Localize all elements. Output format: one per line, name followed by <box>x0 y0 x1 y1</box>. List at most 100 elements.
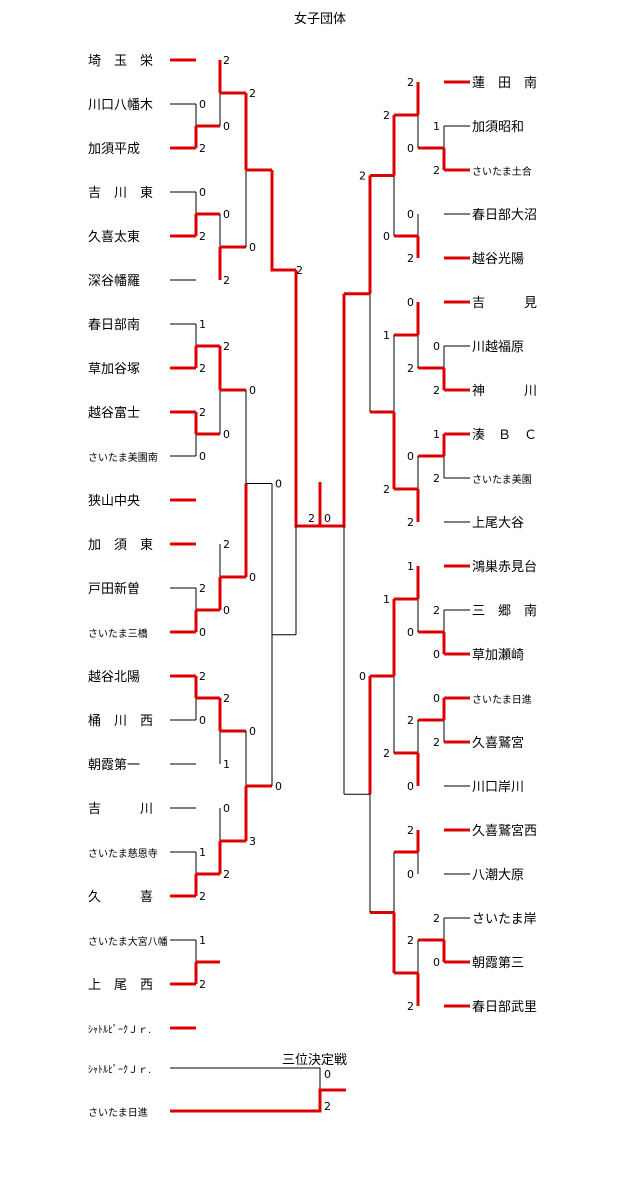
team-name: 川口八幡木 <box>88 98 153 113</box>
team-name: 越谷光陽 <box>472 252 524 267</box>
match-score: 2 <box>407 714 414 727</box>
team-name: 湊 Ｂ Ｃ <box>472 428 537 443</box>
match-score: 0 <box>433 340 440 353</box>
team-name: さいたま慈恩寺 <box>88 847 158 860</box>
match-score: 0 <box>324 1068 331 1081</box>
team-name: さいたま土合 <box>472 165 532 178</box>
match-score: 1 <box>433 428 440 441</box>
match-score: 2 <box>223 538 230 551</box>
team-name: 草加瀬崎 <box>472 648 524 663</box>
match-score: 3 <box>249 835 256 848</box>
team-name: 蓮 田 南 <box>472 75 537 91</box>
match-score: 2 <box>383 483 390 496</box>
match-score: 1 <box>407 560 414 573</box>
match-score: 2 <box>433 736 440 749</box>
match-score: 0 <box>199 626 206 639</box>
team-name: 久 喜 <box>88 890 153 905</box>
team-name: 吉 見 <box>472 296 537 311</box>
match-score: 2 <box>223 274 230 287</box>
team-name: 越谷富士 <box>88 405 140 421</box>
match-score: 2 <box>407 252 414 265</box>
match-score: 0 <box>407 450 414 463</box>
match-score: 2 <box>199 890 206 903</box>
match-score: 0 <box>223 802 230 815</box>
bracket-title: 女子団体 <box>293 12 346 27</box>
team-name: さいたま日進 <box>472 694 532 706</box>
team-name: 八潮大原 <box>472 868 524 883</box>
team-name: 加須昭和 <box>472 120 524 135</box>
match-score: 0 <box>433 956 440 969</box>
team-name: さいたま岸 <box>472 912 537 927</box>
match-score: 2 <box>383 109 390 122</box>
match-score: 1 <box>383 329 390 342</box>
match-score: 0 <box>407 626 414 639</box>
match-score: 2 <box>383 747 390 760</box>
team-name: 川越福原 <box>472 340 524 355</box>
match-score: 2 <box>407 824 414 837</box>
match-score: 2 <box>223 340 230 353</box>
match-score: 0 <box>199 186 206 199</box>
match-score: 2 <box>407 362 414 375</box>
match-score: 2 <box>433 472 440 485</box>
team-name: ｼｬﾄﾙﾋﾟｰｸＪｒ. <box>88 1064 151 1076</box>
match-score: 0 <box>407 780 414 793</box>
team-name: 吉 川 東 <box>88 185 153 201</box>
team-name: 狭山中央 <box>88 494 140 509</box>
match-score: 0 <box>275 780 282 793</box>
bracket-line <box>320 293 346 528</box>
team-name: 越谷北陽 <box>88 670 140 685</box>
match-score: 0 <box>275 478 282 491</box>
team-name: さいたま日進 <box>88 1107 148 1119</box>
match-score: 2 <box>249 87 256 100</box>
match-score: 2 <box>199 406 206 419</box>
bracket-line <box>170 1067 321 1090</box>
match-score: 2 <box>359 170 366 183</box>
team-name: 朝霞第一 <box>88 758 140 773</box>
match-score: 2 <box>296 264 303 277</box>
team-name: 久喜鷲宮 <box>472 735 524 751</box>
match-score: 1 <box>433 120 440 133</box>
team-name: 埼 玉 栄 <box>88 54 153 69</box>
match-score: 2 <box>223 54 230 67</box>
match-score: 2 <box>199 362 206 375</box>
match-score: 0 <box>433 692 440 705</box>
bracket-line <box>270 170 296 272</box>
match-score: 2 <box>433 912 440 925</box>
match-score: 2 <box>223 868 230 881</box>
team-name: 桶 川 西 <box>88 714 153 729</box>
match-score: 0 <box>223 604 230 617</box>
match-score: 2 <box>433 384 440 397</box>
match-score: 2 <box>223 692 230 705</box>
match-score: 2 <box>407 934 414 947</box>
match-score: 0 <box>223 208 230 221</box>
match-score: 1 <box>199 318 206 331</box>
match-score: 1 <box>199 934 206 947</box>
match-score: 0 <box>223 120 230 133</box>
match-score: 0 <box>199 714 206 727</box>
match-score: 2 <box>199 670 206 683</box>
team-name: ｼｬﾄﾙﾋﾟｰｸＪｒ. <box>88 1024 151 1036</box>
match-score: 2 <box>433 164 440 177</box>
match-score: 0 <box>407 208 414 221</box>
team-name: 三 郷 南 <box>472 603 537 619</box>
team-name: 吉 川 <box>88 802 153 817</box>
match-score: 0 <box>249 241 256 254</box>
match-score: 2 <box>407 516 414 529</box>
match-score: 1 <box>383 593 390 606</box>
match-score: 0 <box>359 670 366 683</box>
match-score: 0 <box>433 648 440 661</box>
match-score: 2 <box>199 142 206 155</box>
team-name: 草加谷塚 <box>88 362 140 377</box>
third-place-title: 三位決定戦 <box>282 1053 348 1068</box>
match-score: 0 <box>199 98 206 111</box>
match-score: 2 <box>199 582 206 595</box>
final-score: 0 <box>324 512 331 525</box>
team-name: さいたま大宮八幡 <box>88 935 168 948</box>
team-name: さいたま三橋 <box>88 627 148 640</box>
final-score: 2 <box>308 512 315 525</box>
match-score: 0 <box>407 296 414 309</box>
team-name: 加須平成 <box>88 142 140 157</box>
team-name: さいたま美園 <box>472 473 532 486</box>
team-name: 春日部南 <box>88 317 140 333</box>
bracket-line <box>294 270 322 528</box>
